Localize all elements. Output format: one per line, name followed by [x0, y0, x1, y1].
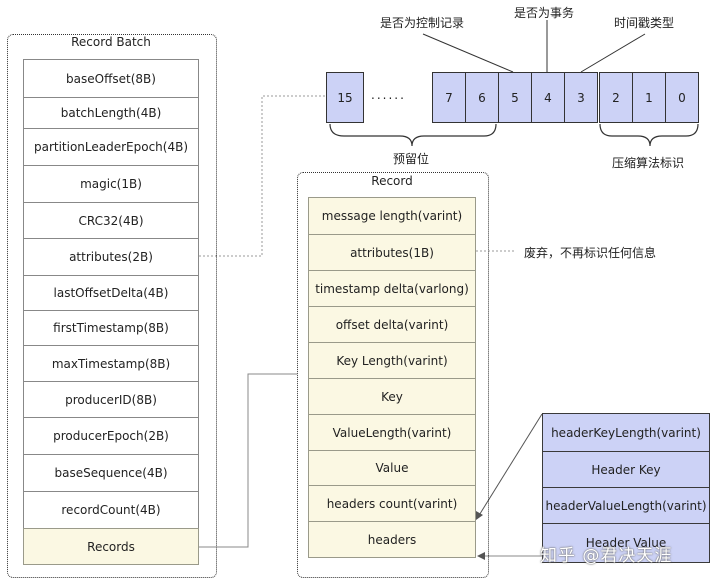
- bit-3: 3: [564, 72, 598, 123]
- record-field-1: attributes(1B): [308, 234, 476, 271]
- bit-15: 15: [326, 72, 364, 123]
- timestamp-type-label: 时间戳类型: [614, 16, 675, 30]
- record-batch-title: Record Batch: [71, 35, 151, 49]
- record-group: [297, 172, 489, 578]
- header-field-0: headerKeyLength(varint): [542, 413, 710, 452]
- record-field-5: Key: [308, 378, 476, 415]
- record-field-6: ValueLength(varint): [308, 414, 476, 451]
- record-batch-group: [7, 34, 217, 578]
- bit-6: 6: [465, 72, 499, 123]
- batch-field-7: firstTimestamp(8B): [23, 310, 199, 346]
- bit-4: 4: [531, 72, 565, 123]
- record-field-8: headers count(varint): [308, 485, 476, 522]
- compression-label: 压缩算法标识: [612, 156, 685, 170]
- record-field-3: offset delta(varint): [308, 306, 476, 343]
- bit-5: 5: [498, 72, 532, 123]
- record-field-9: headers: [308, 521, 476, 558]
- bit-1: 1: [632, 72, 666, 123]
- batch-field-6: lastOffsetDelta(4B): [23, 275, 199, 311]
- record-field-2: timestamp delta(varlong): [308, 270, 476, 307]
- header-field-1: Header Key: [542, 451, 710, 488]
- records-connector: [199, 373, 297, 548]
- batch-field-1: batchLength(4B): [23, 97, 199, 129]
- bit-0: 0: [665, 72, 699, 123]
- record-field-0: message length(varint): [308, 197, 476, 235]
- compression-brace: [599, 123, 699, 147]
- batch-field-9: producerID(8B): [23, 381, 199, 418]
- is-transaction-label: 是否为事务: [514, 6, 575, 20]
- batch-field-11: baseSequence(4B): [23, 454, 199, 492]
- bit-2: 2: [599, 72, 633, 123]
- batch-field-12: recordCount(4B): [23, 491, 199, 529]
- batch-field-8: maxTimestamp(8B): [23, 345, 199, 382]
- deprecated-label: 废弃，不再标识任何信息: [524, 246, 657, 260]
- batch-field-3: magic(1B): [23, 165, 199, 203]
- is-control-label: 是否为控制记录: [380, 16, 465, 30]
- header-field-2: headerValueLength(varint): [542, 487, 710, 524]
- record-field-7: Value: [308, 450, 476, 486]
- watermark: 知乎 @君决天涯: [540, 546, 673, 566]
- reserved-brace: [329, 123, 497, 147]
- batch-field-2: partitionLeaderEpoch(4B): [23, 128, 199, 166]
- batch-field-5: attributes(2B): [23, 238, 199, 276]
- batch-field-4: CRC32(4B): [23, 202, 199, 239]
- bit-ellipsis: ......: [371, 88, 406, 102]
- batch-field-13: Records: [23, 528, 199, 565]
- bit-7: 7: [432, 72, 466, 123]
- header-field-3: Header Value: [542, 523, 710, 563]
- record-title: Record: [371, 174, 413, 188]
- batch-field-10: producerEpoch(2B): [23, 417, 199, 455]
- record-field-4: Key Length(varint): [308, 342, 476, 379]
- batch-field-0: baseOffset(8B): [23, 59, 199, 98]
- reserved-label: 预留位: [393, 152, 430, 166]
